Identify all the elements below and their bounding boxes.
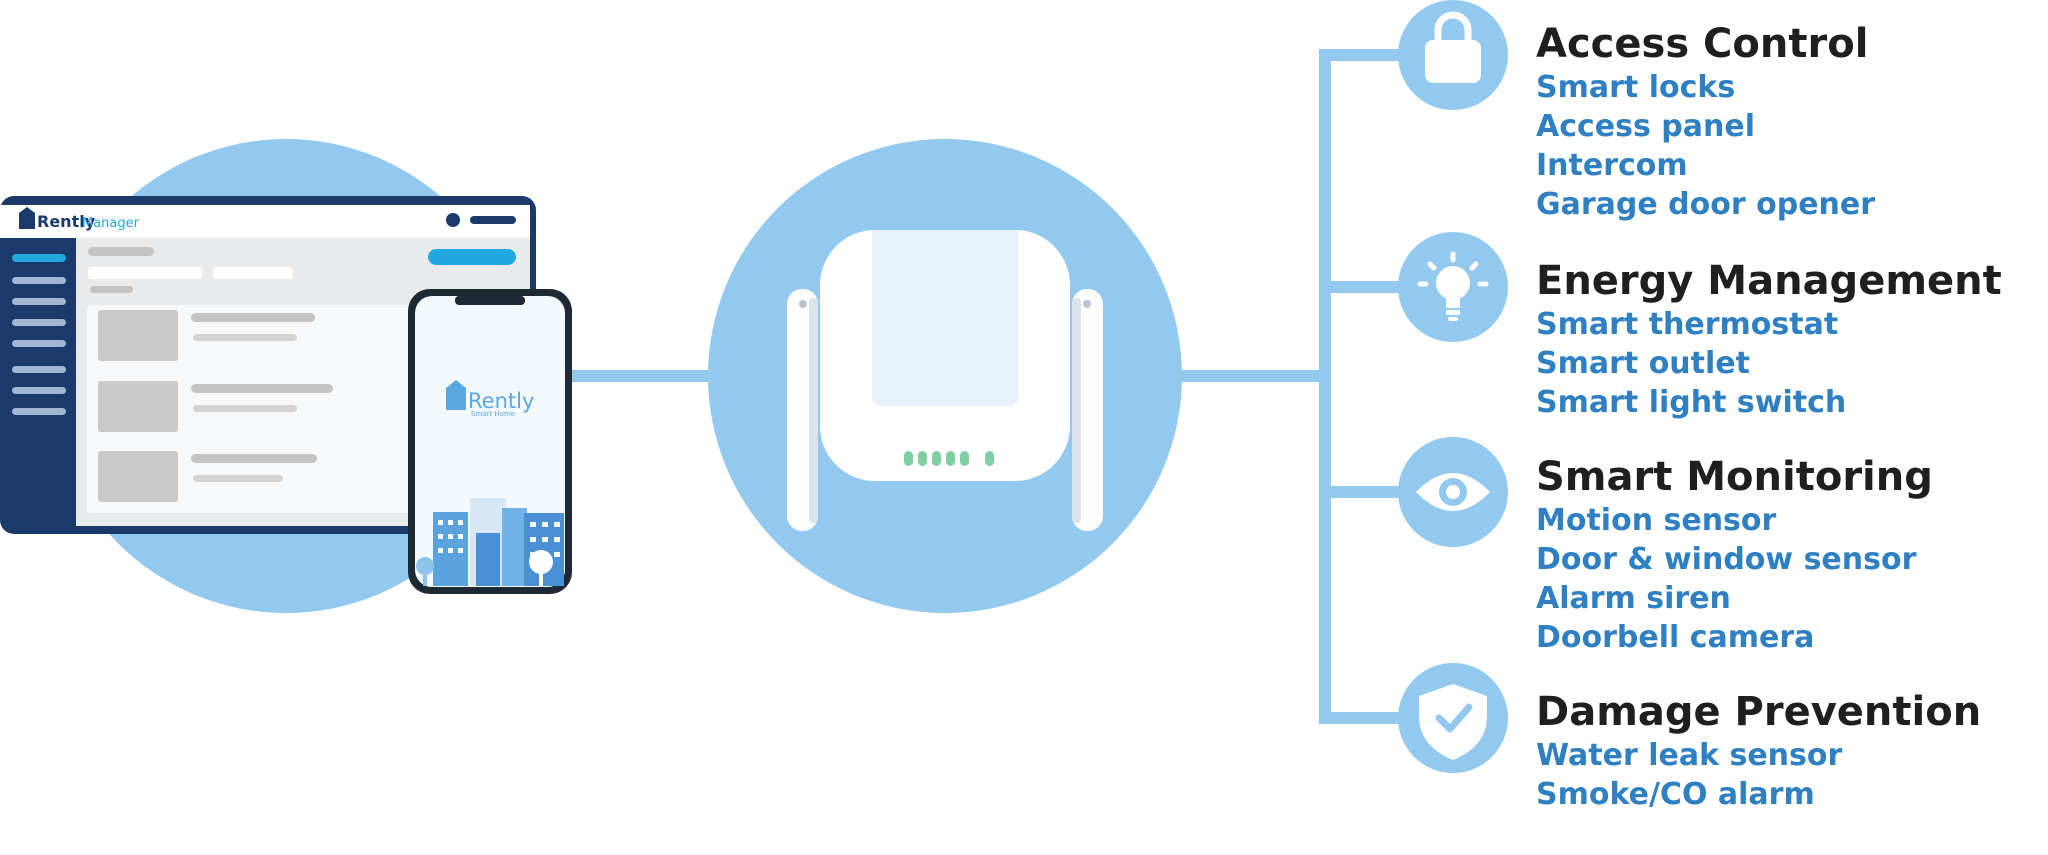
manager-logo-product: Manager <box>82 216 140 231</box>
device-list: Smart locks Access panel Intercom Garage… <box>1536 68 1875 224</box>
device-item: Motion sensor <box>1536 503 1777 538</box>
device-item: Intercom <box>1536 148 1688 183</box>
manager-app-illustration: Rently Manager <box>0 139 572 613</box>
category-title: Smart Monitoring <box>1536 454 1933 500</box>
phone-logo-brand: Rently <box>468 389 534 413</box>
device-item: Smart thermostat <box>1536 307 1839 342</box>
shield-check-icon <box>1398 663 1508 773</box>
device-item: Water leak sensor <box>1536 738 1843 773</box>
lightbulb-icon <box>1398 232 1508 342</box>
device-item: Smart locks <box>1536 70 1736 105</box>
category-title: Energy Management <box>1536 258 2002 304</box>
manager-logo: Rently Manager <box>19 207 140 231</box>
eye-icon <box>1398 437 1508 547</box>
connector-lines <box>565 49 1410 724</box>
device-item: Garage door opener <box>1536 187 1876 222</box>
phone-logo: Rently Smart Home <box>446 380 534 418</box>
category-damage-prevention: Damage Prevention Water leak sensor Smok… <box>1536 688 1981 814</box>
device-item: Alarm siren <box>1536 581 1731 616</box>
device-item: Doorbell camera <box>1536 620 1815 655</box>
smart-hub-illustration <box>708 139 1182 613</box>
dashboard-primary-button <box>428 249 516 265</box>
device-item: Smoke/CO alarm <box>1536 777 1815 812</box>
category-smart-monitoring: Smart Monitoring Motion sensor Door & wi… <box>1536 453 1933 657</box>
dashboard-window: Rently Manager <box>0 196 536 534</box>
device-list: Smart thermostat Smart outlet Smart ligh… <box>1536 305 2002 422</box>
category-access-control: Access Control Smart locks Access panel … <box>1536 20 1875 224</box>
category-energy-management: Energy Management Smart thermostat Smart… <box>1536 257 2002 422</box>
category-title: Damage Prevention <box>1536 689 1982 735</box>
hub-status-leds <box>904 451 994 466</box>
device-list: Water leak sensor Smoke/CO alarm <box>1536 736 1981 814</box>
device-item: Smart light switch <box>1536 385 1847 420</box>
device-list: Motion sensor Door & window sensor Alarm… <box>1536 501 1933 657</box>
city-skyline-illustration <box>416 498 564 586</box>
manager-logo-brand: Rently <box>37 212 96 231</box>
category-title: Access Control <box>1536 21 1869 67</box>
device-item: Door & window sensor <box>1536 542 1917 577</box>
phone-logo-product: Smart Home <box>471 410 515 418</box>
device-item: Smart outlet <box>1536 346 1750 381</box>
lock-icon <box>1398 0 1508 110</box>
device-item: Access panel <box>1536 109 1755 144</box>
phone-device: Rently Smart Home <box>408 289 572 594</box>
